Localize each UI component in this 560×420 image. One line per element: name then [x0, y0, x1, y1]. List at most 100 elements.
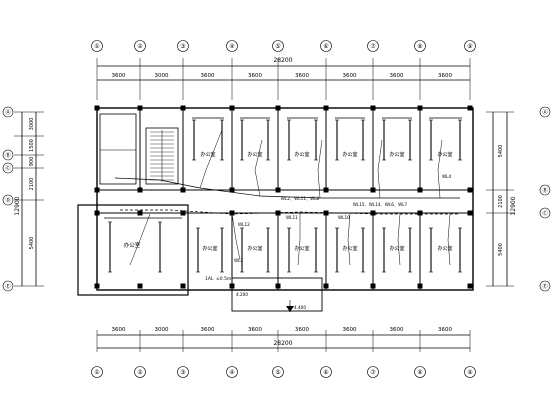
svg-text:Ⓑ: Ⓑ [5, 151, 11, 159]
bottom-span-3: 3600 [201, 327, 215, 333]
svg-text:②: ② [137, 369, 143, 376]
right-axis-bubble-2: Ⓑ [539, 184, 551, 196]
left-axis-bubble-5: Ⓔ [2, 280, 14, 292]
top-dimension-chain: 28200 3600 3000 3600 3600 3600 3600 3600 3600 ①… [91, 40, 476, 352]
right-segment-3: 5400 [498, 243, 504, 256]
svg-text:⑥: ⑥ [323, 43, 328, 50]
bottom-axis-bubble-3: ③ [177, 366, 189, 378]
top-span-7: 3600 [390, 73, 404, 79]
left-segment-1: 3000 [29, 118, 35, 131]
room-label-south-5: 办公室 [389, 245, 404, 252]
svg-text:⑧: ⑧ [417, 369, 422, 376]
circuit-label-wl10: WL10 [338, 215, 350, 220]
bottom-axis-bubble-7: ⑦ [367, 366, 379, 378]
left-axis-bubble-1: Ⓐ [2, 106, 14, 118]
top-span-6: 3600 [343, 73, 357, 79]
bottom-span-7: 3600 [390, 327, 404, 333]
top-span-8: 3600 [438, 73, 452, 79]
left-segment-5: 5400 [29, 237, 35, 250]
top-axis-bubble-7: ⑦ [367, 40, 379, 52]
room-label-south-6: 办公室 [437, 245, 452, 252]
top-span-5: 3600 [295, 73, 309, 79]
right-segment-1: 5400 [498, 145, 504, 158]
room-label-north-2: 办公室 [247, 151, 262, 158]
left-segment-2: 1500 [29, 139, 35, 152]
bottom-axis-bubble-1: ① [91, 366, 103, 378]
circuit-labels: WL2、WL11、WL8 WL15、WL14、WL6、WL7 WL12 WL11… [205, 174, 451, 310]
circuit-label-wl12: WL12 [238, 222, 250, 227]
top-span-2: 3000 [155, 73, 169, 79]
room-label-north-3: 办公室 [294, 151, 309, 158]
right-total-dimension: 12900 [510, 196, 517, 215]
svg-text:Ⓐ: Ⓐ [5, 108, 11, 116]
bottom-span-2: 3000 [155, 327, 169, 333]
wiring-runs [114, 129, 460, 312]
left-axis-bubble-4: Ⓓ [2, 194, 14, 206]
top-axis-bubble-2: ② [134, 40, 146, 52]
top-axis-bubble-9: ⑨ [464, 40, 476, 52]
top-axis-bubble-1: ① [91, 40, 103, 52]
bottom-axis-bubble-2: ② [134, 366, 146, 378]
room-labels: 办公室 办公室办公室办公室办公室办公室办公室 办公室办公室办公室办公室办公室办公… [124, 151, 453, 252]
top-axis-bubble-6: ⑥ [320, 40, 332, 52]
top-axis-bubble-4: ④ [226, 40, 238, 52]
svg-text:⑦: ⑦ [370, 369, 376, 376]
bottom-axis-bubble-9: ⑨ [464, 366, 476, 378]
overall-dimension-bottom: 28200 [273, 340, 292, 347]
svg-text:Ⓑ: Ⓑ [542, 186, 548, 194]
svg-text:③: ③ [180, 43, 185, 50]
room-label-south-2: 办公室 [247, 245, 262, 252]
bottom-span-4: 3600 [248, 327, 262, 333]
bottom-span-8: 3600 [438, 327, 452, 333]
svg-text:④: ④ [229, 369, 234, 376]
circuit-combo-label-1: WL2、WL11、WL8 [281, 196, 320, 201]
right-axis-bubble-1: Ⓐ [539, 106, 551, 118]
left-segment-4: 2100 [29, 178, 35, 191]
top-span-1: 3600 [112, 73, 126, 79]
elevation-note: ±0.5m [216, 276, 231, 282]
room-label-north-4: 办公室 [342, 151, 357, 158]
left-axis-bubble-2: Ⓑ [2, 149, 14, 161]
svg-text:⑨: ⑨ [467, 369, 472, 376]
svg-text:⑨: ⑨ [467, 43, 472, 50]
bottom-axis-bubble-8: ⑧ [414, 366, 426, 378]
right-dimension-chain: 12900 5400 2100 5400 Ⓐ Ⓑ Ⓒ Ⓔ [486, 106, 551, 292]
svg-text:Ⓒ: Ⓒ [542, 209, 548, 217]
panel-label: 1AL [205, 276, 214, 282]
svg-text:①: ① [94, 369, 99, 376]
room-label-north-1: 办公室 [200, 151, 215, 158]
overall-dimension-top: 28200 [273, 57, 292, 64]
top-axis-bubble-8: ⑧ [414, 40, 426, 52]
lighting-fixtures [104, 117, 462, 273]
right-segment-2: 2100 [498, 195, 504, 208]
top-axis-bubble-3: ③ [177, 40, 189, 52]
svg-text:⑧: ⑧ [417, 43, 422, 50]
svg-text:Ⓐ: Ⓐ [542, 108, 548, 116]
svg-text:⑥: ⑥ [323, 369, 328, 376]
circuit-combo-label-2: WL15、WL14、WL6、WL7 [353, 202, 408, 207]
bottom-axis-bubble-4: ④ [226, 366, 238, 378]
bottom-span-5: 3600 [295, 327, 309, 333]
svg-text:Ⓔ: Ⓔ [542, 282, 548, 290]
circuit-label-wl4: WL4 [442, 174, 451, 179]
left-axis-bubble-3: Ⓒ [2, 162, 14, 174]
dimension-small-2: 4.400 [294, 305, 306, 310]
svg-text:⑤: ⑤ [275, 369, 280, 376]
dimension-small-1: 4.200 [236, 292, 248, 297]
room-label-north-5: 办公室 [389, 151, 404, 158]
svg-text:②: ② [137, 43, 143, 50]
svg-text:⑦: ⑦ [370, 43, 376, 50]
room-label-south-1: 办公室 [202, 245, 217, 252]
bottom-axis-bubble-6: ⑥ [320, 366, 332, 378]
left-segment-3: 900 [29, 157, 35, 167]
room-label-south-3: 办公室 [294, 245, 309, 252]
room-label-south-4: 办公室 [342, 245, 357, 252]
room-label-north-6: 办公室 [437, 151, 452, 158]
top-axis-bubble-5: ⑤ [272, 40, 284, 52]
svg-text:⑤: ⑤ [275, 43, 280, 50]
svg-text:④: ④ [229, 43, 234, 50]
top-span-3: 3600 [201, 73, 215, 79]
